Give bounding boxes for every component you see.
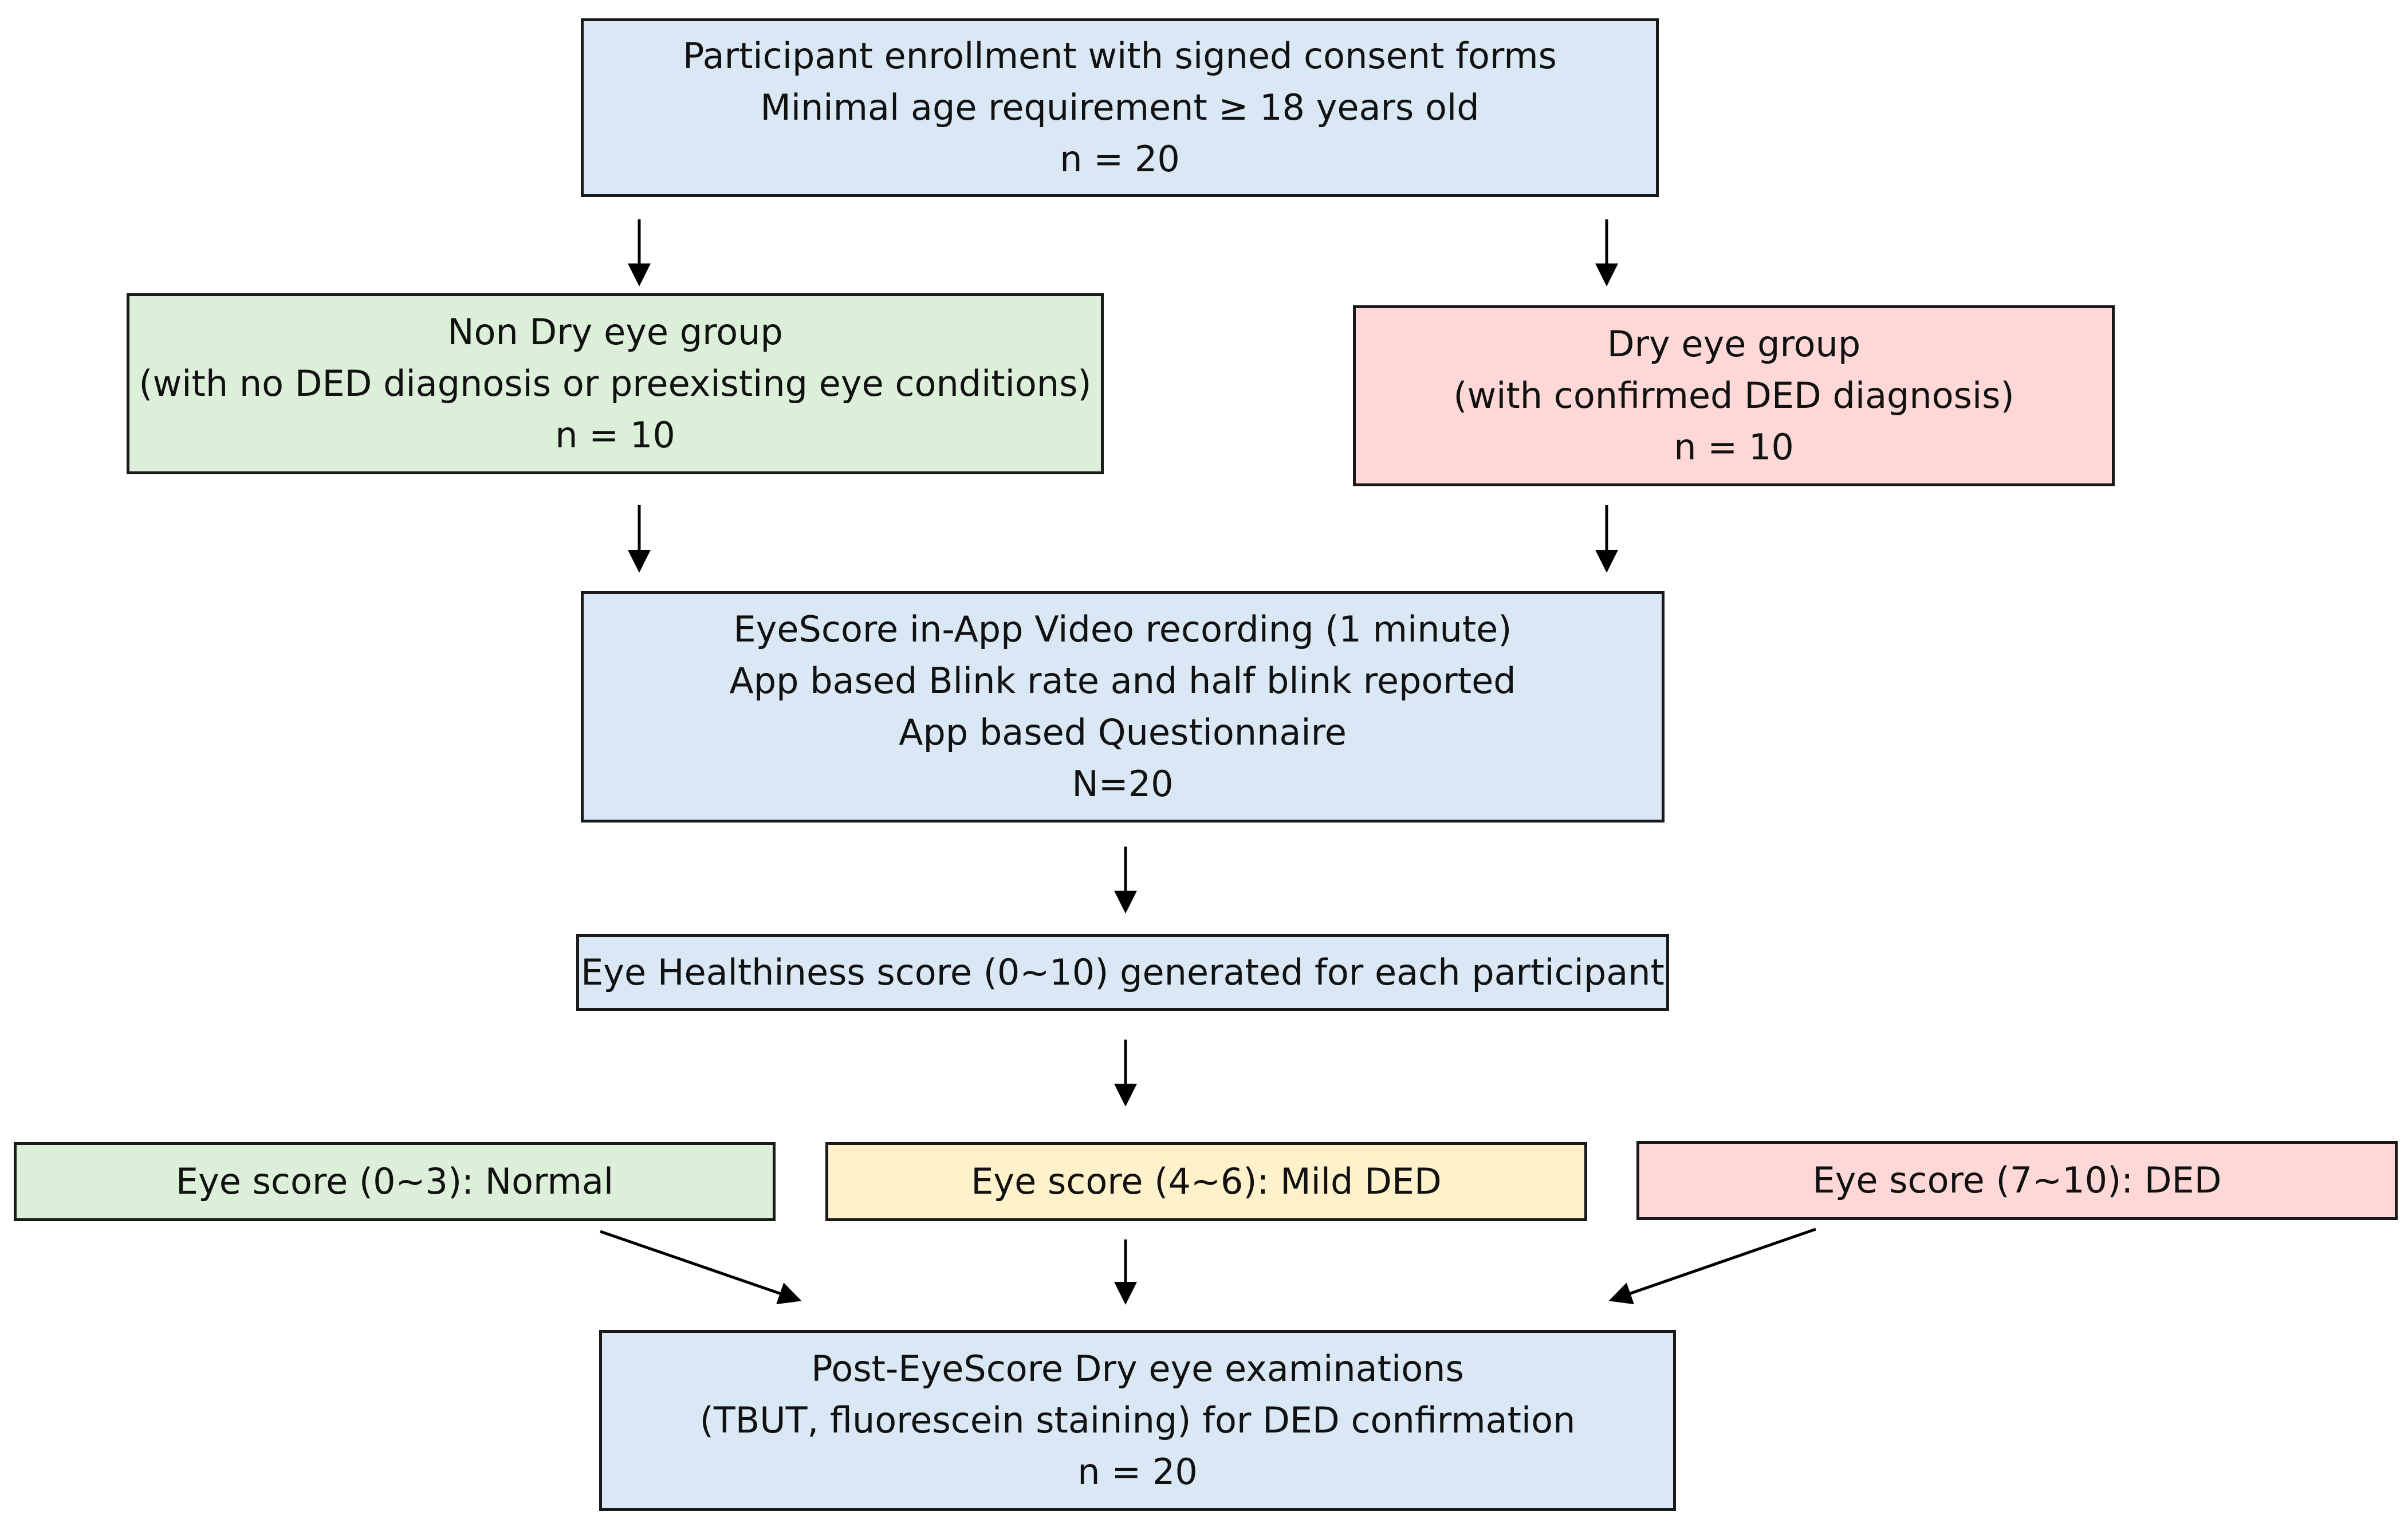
eye-healthiness-score-box: Eye Healthiness score (0~10) generated f… [576, 934, 1669, 1011]
eye-score-mild-ded-box: Eye score (4~6): Mild DED [825, 1142, 1587, 1221]
box-text-line: App based Blink rate and half blink repo… [729, 660, 1516, 702]
box-text-line: EyeScore in-App Video recording (1 minut… [733, 608, 1512, 650]
box-text-line: n = 20 [1077, 1451, 1198, 1493]
arrow-normal-to-exam [600, 1230, 802, 1305]
box-text-line: n = 10 [555, 414, 675, 456]
eye-score-normal-box: Eye score (0~3): Normal [14, 1142, 776, 1221]
box-text-line: Participant enrollment with signed conse… [683, 35, 1557, 77]
box-text-line: n = 20 [1060, 138, 1180, 180]
box-text-line: Dry eye group [1607, 323, 1861, 365]
box-text-line: (TBUT, fluorescein staining) for DED con… [699, 1399, 1576, 1441]
dry-eye-examination-box: Post-EyeScore Dry eye examinations (TBUT,… [599, 1330, 1676, 1511]
box-text-line: (with no DED diagnosis or preexisting ey… [139, 363, 1092, 404]
box-text-line: Minimal age requirement ≥ 18 years old [760, 86, 1480, 128]
box-text-line: App based Questionnaire [899, 711, 1347, 753]
arrow-ded-to-exam [1608, 1227, 1816, 1305]
box-text-line: Eye score (7~10): DED [1812, 1159, 2222, 1201]
box-text-line: Eye score (4~6): Mild DED [971, 1160, 1442, 1202]
box-text-line: Post-EyeScore Dry eye examinations [811, 1348, 1464, 1390]
box-text-line: N=20 [1072, 763, 1174, 805]
box-text-line: Non Dry eye group [447, 311, 783, 353]
dry-eye-group-box: Dry eye group (with confirmed DED diagnos… [1353, 305, 2115, 486]
box-text-line: (with confirmed DED diagnosis) [1453, 375, 2014, 416]
box-text-line: Eye Healthiness score (0~10) generated f… [581, 951, 1665, 993]
non-dry-eye-group-box: Non Dry eye group (with no DED diagnosis … [127, 293, 1104, 474]
box-text-line: Eye score (0~3): Normal [175, 1160, 614, 1202]
eyescore-recording-box: EyeScore in-App Video recording (1 minut… [581, 591, 1665, 823]
eye-score-ded-box: Eye score (7~10): DED [1636, 1141, 2398, 1220]
box-text-line: n = 10 [1674, 426, 1794, 468]
enrollment-box: Participant enrollment with signed conse… [581, 18, 1659, 197]
